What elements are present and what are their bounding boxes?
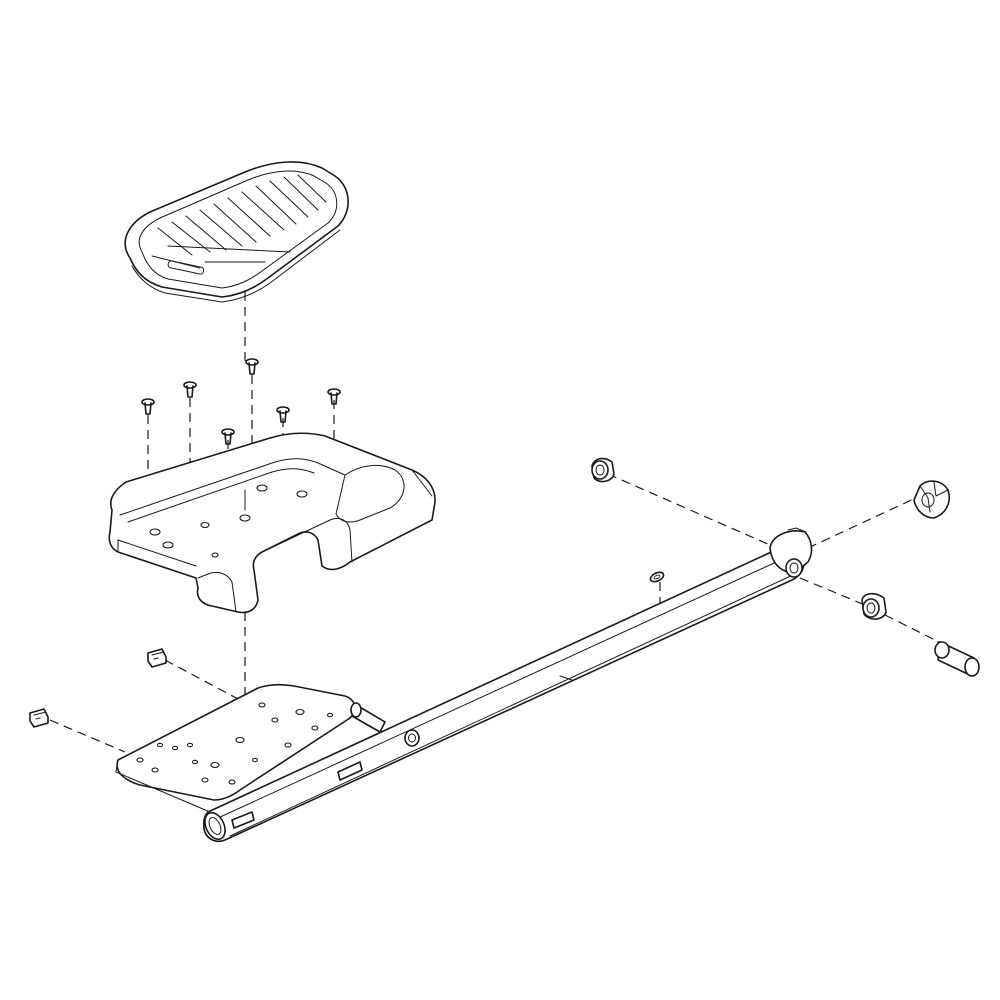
screw [221,428,235,445]
clip [147,648,167,668]
screw [276,406,290,423]
axle-cap [913,480,950,519]
screw [327,388,341,405]
screws [141,358,341,445]
screw [183,381,197,398]
washer [649,571,665,583]
pedal-pad [124,161,349,303]
bushing [861,592,887,620]
cross-stub [350,702,386,733]
pedal-cover [108,432,436,614]
bushing [591,457,615,483]
pedal-base-plate [115,683,356,813]
screw [141,398,155,415]
pivot-housing [769,527,813,578]
spacer-tube [934,641,980,677]
pedal-pad-treads [151,174,327,269]
screw [245,358,259,375]
clip [29,708,49,728]
